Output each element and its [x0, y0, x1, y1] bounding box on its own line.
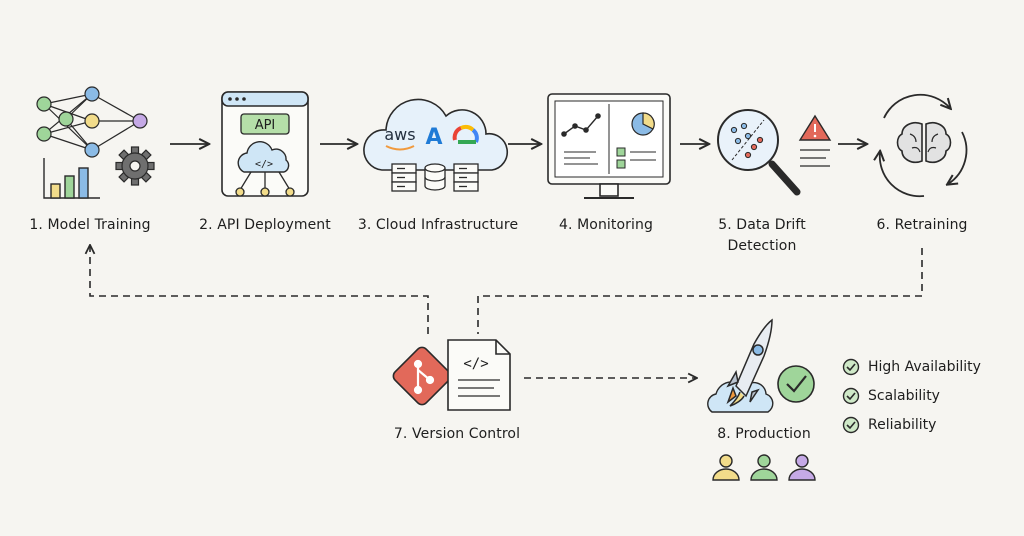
- data-drift-illustration: [717, 109, 832, 196]
- feature-reliability: Reliability: [842, 414, 936, 436]
- step-label-data-drift: 5. Data Drift: [718, 217, 806, 233]
- model-training-illustration: [36, 86, 155, 199]
- monitor-icon: [547, 93, 671, 199]
- version-control-illustration: </>: [392, 339, 511, 411]
- aws-smile: [385, 145, 415, 151]
- step-label-detection: Detection: [727, 238, 797, 254]
- feature-label: Reliability: [868, 417, 937, 433]
- warning-icon: [798, 114, 832, 167]
- code-file-icon: [447, 339, 511, 411]
- feature-label: Scalability: [868, 388, 940, 404]
- server-icon: [391, 163, 417, 192]
- step-label-cloud-infrastructure: 3. Cloud Infrastructure: [357, 217, 519, 233]
- feedback-line-to-training: [90, 246, 429, 334]
- git-icon: [392, 346, 452, 406]
- database-icon: [424, 163, 446, 191]
- magnifier-icon: [717, 109, 801, 196]
- check-icon: [777, 365, 815, 403]
- cycle-arrows-icon: [880, 93, 968, 198]
- rocket-icon: [726, 318, 773, 407]
- step-label-retraining: 6. Retraining: [876, 217, 968, 233]
- gear-icon: [115, 146, 155, 186]
- step-label-production: 8. Production: [717, 426, 811, 442]
- step-label-version-control: 7. Version Control: [393, 426, 521, 442]
- file-code-glyph: </>: [463, 356, 488, 372]
- retraining-illustration: [880, 93, 968, 198]
- neural-network-icon: [36, 86, 148, 158]
- step-label-model-training: 1. Model Training: [29, 217, 151, 233]
- api-badge: API: [255, 118, 276, 133]
- gcp-logo: [452, 124, 479, 144]
- check-circle-icon: [842, 358, 860, 376]
- code-glyph: </>: [255, 159, 273, 170]
- feature-label: High Availability: [868, 359, 981, 375]
- server-icon: [453, 163, 479, 192]
- bar-chart-icon: [43, 158, 100, 199]
- user-icon: [750, 454, 778, 481]
- check-circle-icon: [842, 387, 860, 405]
- user-icon: [788, 454, 816, 481]
- feature-high-availability: High Availability: [842, 356, 981, 378]
- user-icon: [712, 454, 740, 481]
- cloud-icon: [237, 141, 290, 173]
- azure-logo: A: [425, 125, 442, 150]
- api-deployment-illustration: API </>: [221, 91, 309, 197]
- cloud-infrastructure-illustration: aws A: [363, 98, 508, 192]
- production-illustration: [707, 318, 816, 481]
- feedback-line-from-retraining: [477, 248, 923, 334]
- cloud-icon: [363, 98, 508, 171]
- aws-logo: aws: [384, 125, 415, 144]
- step-label-api-deployment: 2. API Deployment: [199, 217, 331, 233]
- feature-scalability: Scalability: [842, 385, 940, 407]
- check-circle-icon: [842, 416, 860, 434]
- brain-icon: [896, 121, 952, 164]
- step-label-monitoring: 4. Monitoring: [559, 217, 653, 233]
- endpoint-nodes: [235, 171, 295, 197]
